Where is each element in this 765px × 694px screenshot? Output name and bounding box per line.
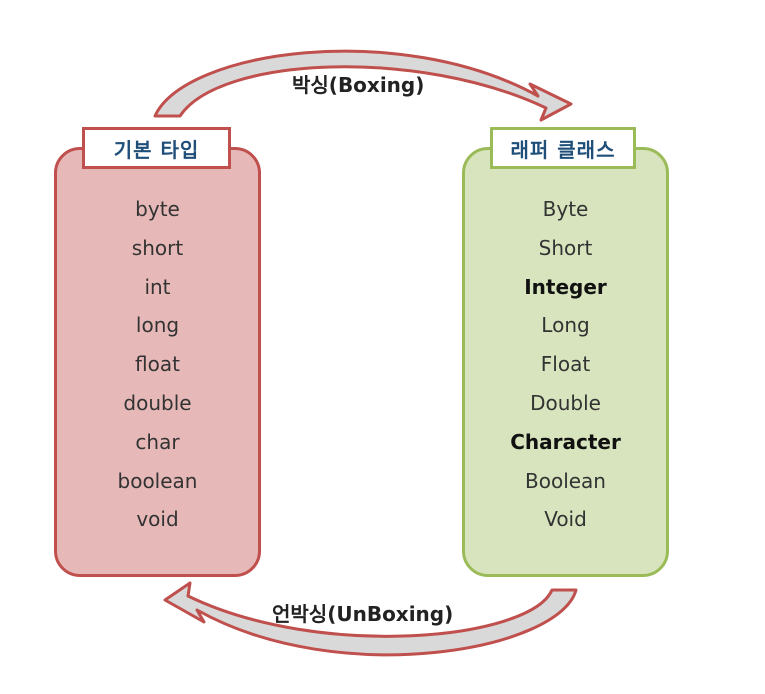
unboxing-arrow [163,581,578,657]
primitive-type-item: long [135,313,180,338]
primitive-type-item: float [135,352,180,377]
primitive-type-item: void [136,507,179,532]
primitive-type-box [54,147,261,577]
wrapper-class-item: Character [510,429,621,454]
wrapper-class-list: Byte Short Integer Long Float Double Cha… [462,190,669,539]
wrapper-class-item: Byte [542,197,589,221]
wrapper-class-item: Integer [524,274,607,299]
boxing-arrow [153,49,573,122]
primitive-type-item: boolean [117,468,198,493]
primitive-type-title: 기본 타입 [82,127,231,169]
wrapper-class-box [462,147,669,577]
wrapper-class-item: Double [530,390,601,415]
wrapper-class-item: Float [540,352,591,377]
wrapper-class-item: Short [538,235,593,260]
primitive-type-item: int [144,274,171,299]
primitive-type-item: double [123,390,192,415]
unboxing-label: 언박싱(UnBoxing) [272,602,454,626]
primitive-type-item: char [135,429,180,454]
wrapper-class-item: Boolean [525,468,606,493]
wrapper-class-title: 래퍼 클래스 [490,127,636,169]
primitive-type-item: byte [135,197,180,221]
primitive-type-list: byte short int long float double char bo… [54,190,261,539]
boxing-label: 박싱(Boxing) [292,73,425,97]
wrapper-class-item: Void [544,507,587,532]
primitive-type-item: short [131,235,184,260]
wrapper-class-item: Long [541,313,590,338]
